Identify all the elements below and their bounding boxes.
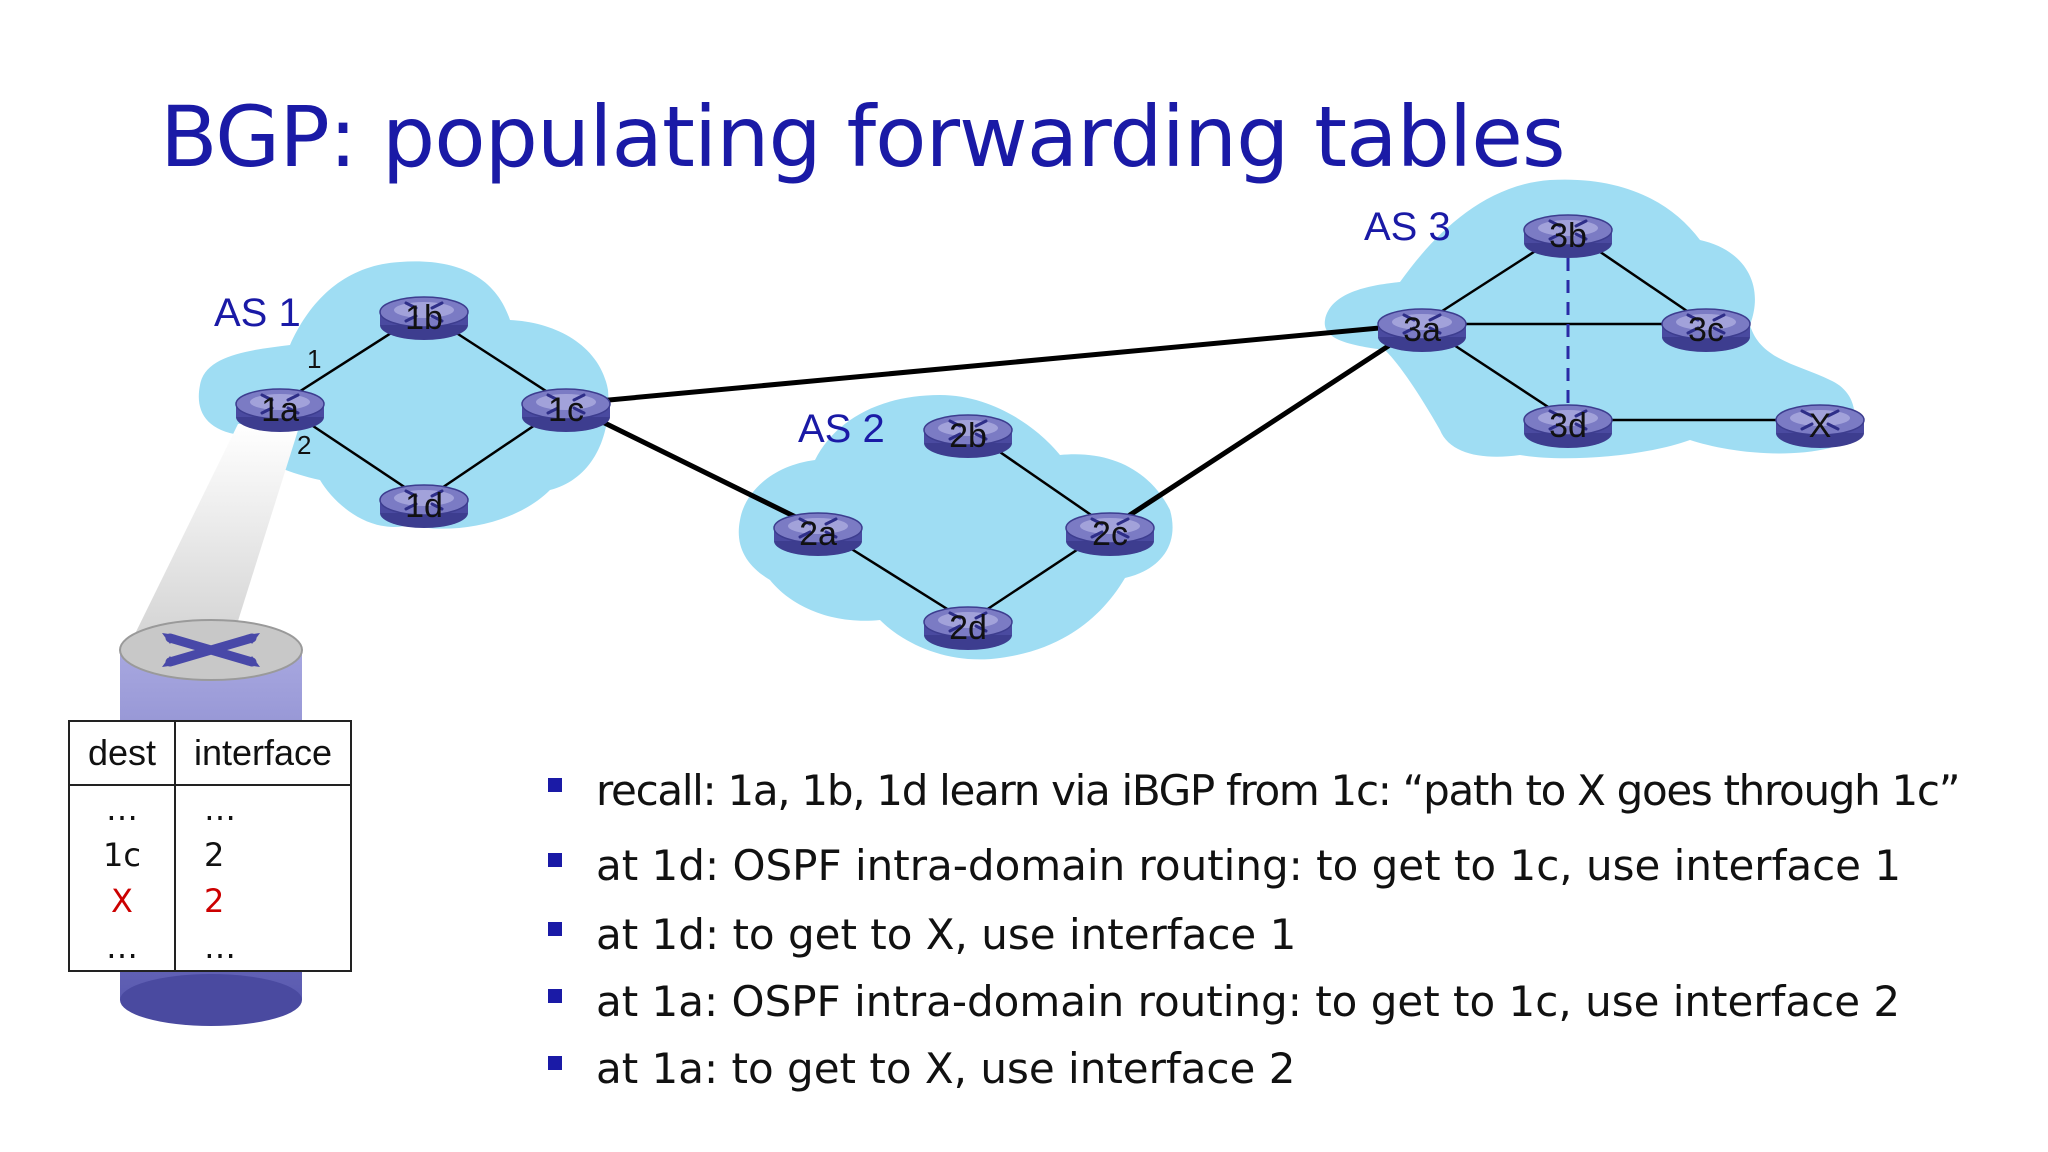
interface-2-label: 2 <box>297 430 311 460</box>
router-icon <box>1775 404 1865 448</box>
router-label: 3d <box>1549 407 1587 445</box>
interface-1-label: 1 <box>307 344 321 374</box>
router-icon <box>773 512 863 556</box>
bullet-text: at 1a: OSPF intra-domain routing: to get… <box>596 977 1901 1026</box>
router-label: 3a <box>1403 311 1441 349</box>
router-3d: 3d <box>1523 404 1613 448</box>
dest-column-header: dest <box>70 722 176 784</box>
bullet-list: recall: 1a, 1b, 1d learn via iBGP from 1… <box>548 766 1960 1093</box>
slide-title: BGP: populating forwarding tables <box>160 88 1566 186</box>
forwarding-table-header: dest interface <box>70 722 350 786</box>
router-2d: 2d <box>923 606 1013 650</box>
bullet-text: recall: 1a, 1b, 1d learn via iBGP from 1… <box>596 766 1960 815</box>
router-2b: 2b <box>923 414 1013 458</box>
router-icon <box>379 484 469 528</box>
table-cell-dest: … <box>106 790 138 828</box>
forwarding-table: dest interface … 1c X … … 2 2 … <box>68 720 352 972</box>
router-icon <box>235 388 325 432</box>
router-icon <box>1377 308 1467 352</box>
bullet-item: at 1d: to get to X, use interface 1 <box>548 910 1959 959</box>
bullet-text: at 1d: to get to X, use interface 1 <box>596 910 1297 959</box>
bullet-square-icon <box>548 1056 562 1070</box>
router-label: 2a <box>799 515 837 553</box>
bullet-square-icon <box>548 922 562 936</box>
router-2c: 2c <box>1065 512 1155 556</box>
router-icon <box>1661 308 1751 352</box>
router-label: 3b <box>1549 217 1587 255</box>
as3-label: AS 3 <box>1364 205 1451 249</box>
router-icon <box>1523 404 1613 448</box>
router-icon <box>1065 512 1155 556</box>
router-icon <box>521 388 611 432</box>
as2-label: AS 2 <box>798 407 885 451</box>
bullet-square-icon <box>548 853 562 867</box>
table-cell-dest: … <box>106 928 138 966</box>
table-cell-interface: … <box>204 790 236 828</box>
router-label: 1b <box>405 299 443 337</box>
router-1d: 1d <box>379 484 469 528</box>
router-icon <box>379 296 469 340</box>
bullet-square-icon <box>548 989 562 1003</box>
bullet-text: at 1d: OSPF intra-domain routing: to get… <box>596 841 1902 890</box>
router-label: 1d <box>405 487 443 525</box>
bullet-item: at 1d: OSPF intra-domain routing: to get… <box>548 841 1959 890</box>
router-1b: 1b <box>379 296 469 340</box>
links <box>279 228 1820 624</box>
bullet-item: at 1a: OSPF intra-domain routing: to get… <box>548 977 1959 1026</box>
as1-label: AS 1 <box>214 291 301 335</box>
as1-cloud <box>198 261 609 529</box>
router-1c: 1c <box>521 388 611 432</box>
router-1a: 1a <box>235 388 325 432</box>
forwarding-table-body: … 1c X … … 2 2 … <box>70 786 350 972</box>
bullet-item: at 1a: to get to X, use interface 2 <box>548 1044 1959 1093</box>
as3-cloud <box>1324 179 1855 459</box>
table-cell-interface: … <box>204 928 236 966</box>
router-label: 1a <box>261 391 299 429</box>
as2-cloud <box>738 395 1173 660</box>
interface-column-header: interface <box>193 732 333 773</box>
table-cell-interface: 2 <box>204 836 225 874</box>
router-zoom-beam <box>132 424 300 640</box>
router-label: 2b <box>949 417 987 455</box>
router-icon <box>923 606 1013 650</box>
router-2a: 2a <box>773 512 863 556</box>
router-icon <box>1523 214 1613 258</box>
router-3a: 3a <box>1377 308 1467 352</box>
router-3b: 3b <box>1523 214 1613 258</box>
router-label: 1c <box>548 391 584 429</box>
router-x: X <box>1775 404 1865 448</box>
router-icon <box>923 414 1013 458</box>
table-cell-dest: 1c <box>103 836 141 874</box>
router-label: 2d <box>949 609 987 647</box>
table-cell-interface-highlight: 2 <box>204 882 225 920</box>
bullet-item: recall: 1a, 1b, 1d learn via iBGP from 1… <box>548 766 1960 815</box>
router-3c: 3c <box>1661 308 1751 352</box>
bullet-text: at 1a: to get to X, use interface 2 <box>596 1044 1296 1093</box>
bullet-square-icon <box>548 778 562 792</box>
table-cell-dest-highlight: X <box>111 882 133 920</box>
router-label: 3c <box>1688 311 1724 349</box>
router-label: 2c <box>1092 515 1128 553</box>
router-label: X <box>1809 407 1832 445</box>
